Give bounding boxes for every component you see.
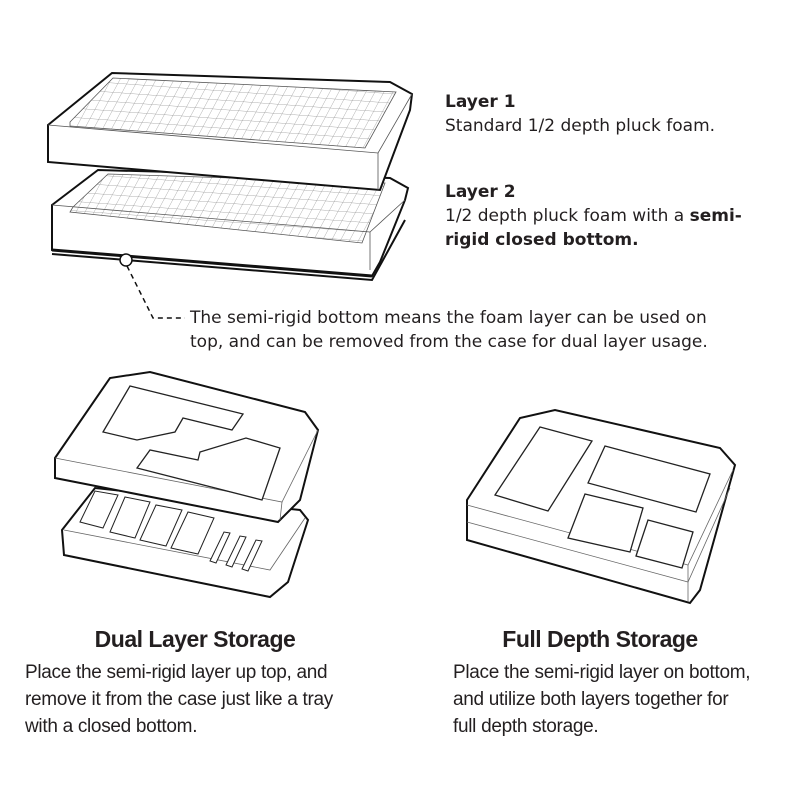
callout-line-2: top, and can be removed from the case fo…	[190, 332, 708, 352]
layer-2-description: 1/2 depth pluck foam with a semi-rigid c…	[445, 206, 742, 250]
full-depth-title: Full Depth Storage	[502, 626, 698, 652]
callout-line-1: The semi-rigid bottom means the foam lay…	[190, 308, 707, 328]
layer-1-title: Layer 1	[445, 92, 516, 112]
layer-2-foam-illustration	[51, 168, 410, 282]
callout-leader-line	[126, 265, 185, 319]
dual-layer-illustration	[54, 370, 320, 599]
callout-marker-icon	[119, 253, 133, 267]
layer-2-block: Layer 2 1/2 depth pluck foam with a semi…	[445, 180, 785, 252]
layer-1-description: Standard 1/2 depth pluck foam.	[445, 116, 716, 136]
layer-1-block: Layer 1 Standard 1/2 depth pluck foam.	[445, 90, 715, 138]
layer-2-title: Layer 2	[445, 182, 516, 202]
layer-1-foam-illustration	[47, 71, 414, 192]
callout-text: The semi-rigid bottom means the foam lay…	[190, 306, 708, 354]
dual-layer-description: Place the semi-rigid layer up top, and r…	[25, 662, 333, 737]
full-depth-description: Place the semi-rigid layer on bottom, an…	[453, 662, 751, 737]
full-depth-illustration	[466, 408, 737, 605]
dual-layer-title: Dual Layer Storage	[94, 626, 296, 652]
